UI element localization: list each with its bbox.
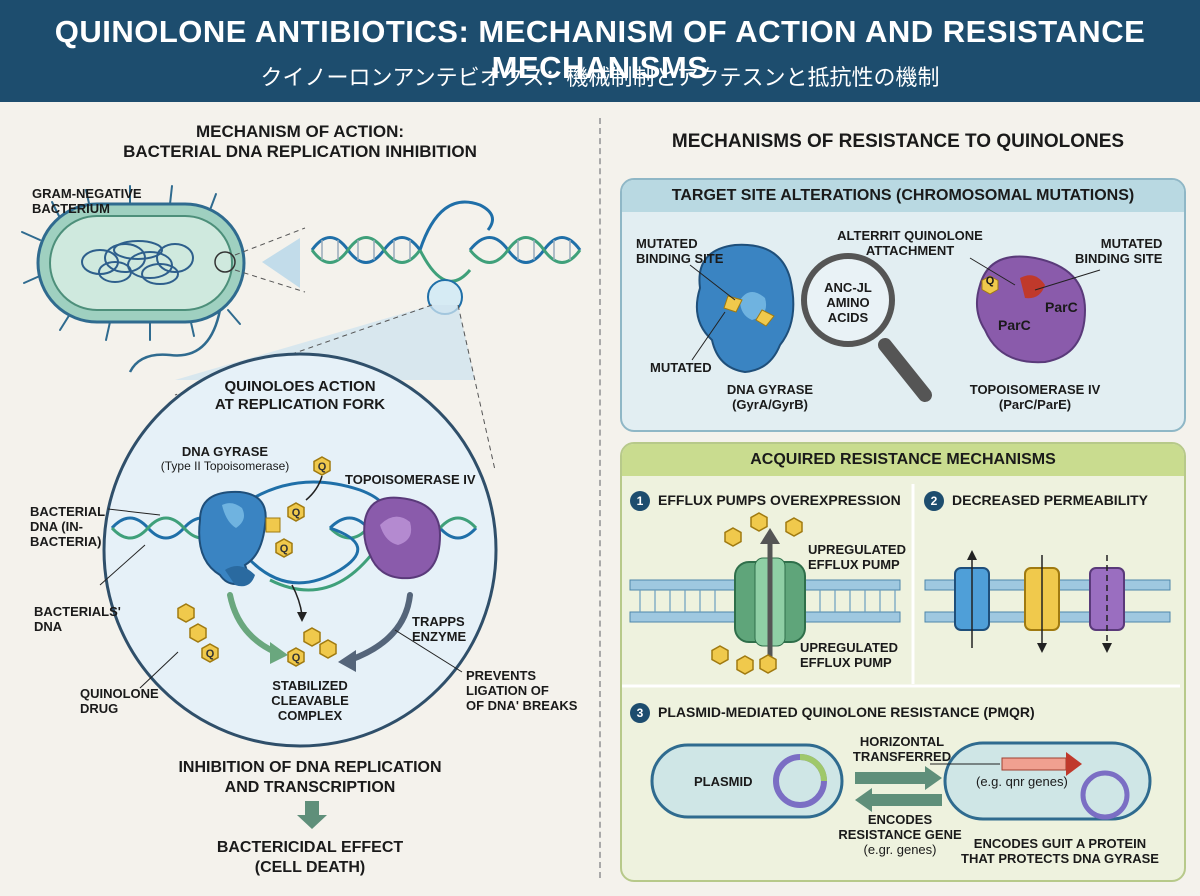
bacterium-icon <box>21 185 246 373</box>
svg-text:Q: Q <box>292 507 301 519</box>
moa-title: MECHANISM OF ACTION:BACTERIAL DNA REPLIC… <box>123 122 477 161</box>
gyrase-name-label: DNA GYRASE(GyrA/GyrB) <box>726 382 814 412</box>
quinolone-molecules: Q Q Q Q Q <box>177 456 337 667</box>
topoisomerase-iv-enzyme <box>363 496 442 580</box>
dna-gyrase-enzyme <box>198 490 267 587</box>
qnr-genes-label: (e.g. qnr genes) <box>976 774 1068 789</box>
main-title: QUINOLONE ANTIBIOTICS: MECHANISM OF ACTI… <box>54 14 1146 85</box>
acquired-header: ACQUIRED RESISTANCE MECHANISMS <box>622 444 1184 476</box>
mutated-label: MUTATED <box>650 360 712 375</box>
target-site-header: TARGET SITE ALTERATIONS (CHROMOSOMAL MUT… <box>622 180 1184 212</box>
parc-label-right: ParC <box>1045 299 1078 315</box>
bactericidal-label: BACTERICIDAL EFFECT(CELL DEATH) <box>216 839 404 876</box>
svg-text:Q: Q <box>280 543 289 555</box>
parc-label-left: ParC <box>998 317 1031 333</box>
plasmid-bacterium-left <box>650 743 844 819</box>
japanese-subtitle: クイノーロンアンテビオクス：機械制制とアクテスンと抵抗性の機制 <box>260 66 940 91</box>
mechanism-illustration: Q Q Q Q Q <box>21 185 582 829</box>
plasmid-bacterium-right <box>943 741 1152 821</box>
dna-helix-top <box>310 200 582 283</box>
svg-text:Q: Q <box>318 461 327 473</box>
plasmid-label: PLASMID <box>694 774 753 789</box>
header-banner: QUINOLONE ANTIBIOTICS: MECHANISM OF ACTI… <box>0 0 1200 102</box>
q-hex-label: Q <box>985 275 995 287</box>
svg-text:Q: Q <box>292 652 301 664</box>
panel-divider <box>599 118 601 878</box>
magnifier-icon <box>801 253 895 347</box>
dna-gyrase-label: DNA GYRASE (Type II Topoisomerase) <box>160 444 290 473</box>
bacterials-dna-label: BACTERIALS'DNA <box>34 604 121 634</box>
svg-text:Q: Q <box>206 648 215 660</box>
resistance-title: MECHANISMS OF RESISTANCE TO QUINOLONES <box>671 131 1125 152</box>
topoisomerase-iv-label: TOPOISOMERASE IV <box>345 472 476 487</box>
topo-name-label: TOPOISOMERASE IV(ParC/ParE) <box>969 382 1101 412</box>
